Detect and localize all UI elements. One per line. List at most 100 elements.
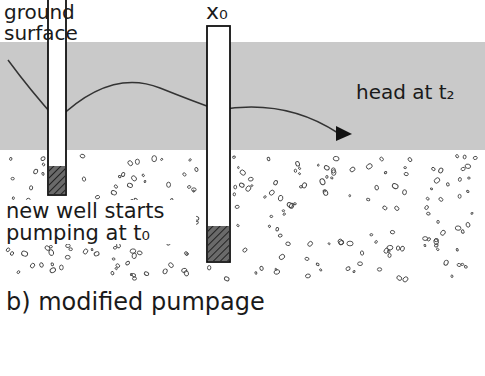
- gravel-speck: [443, 259, 449, 265]
- gravel-speck: [207, 265, 211, 270]
- gravel-speck: [251, 185, 253, 187]
- gravel-speck: [40, 156, 45, 161]
- gravel-speck: [268, 225, 271, 228]
- gravel-speck: [167, 182, 171, 187]
- note-label: new well starts pumping at t₀: [6, 200, 196, 244]
- gravel-speck: [192, 188, 197, 192]
- gravel-speck: [319, 268, 322, 271]
- gravel-speck: [273, 269, 280, 275]
- gravel-speck: [471, 212, 474, 214]
- ground-label: ground surface: [4, 2, 114, 44]
- gravel-speck: [95, 195, 100, 199]
- gravel-speck: [259, 266, 263, 271]
- gravel-speck: [394, 205, 400, 211]
- gravel-speck: [374, 240, 378, 244]
- gravel-speck: [326, 175, 328, 178]
- gravel-speck: [434, 243, 439, 247]
- gravel-speck: [30, 263, 36, 269]
- gravel-speck: [160, 158, 163, 161]
- gravel-speck: [82, 177, 86, 182]
- gravel-speck: [319, 178, 326, 186]
- gravel-speck: [347, 241, 353, 246]
- gravel-speck: [473, 156, 478, 160]
- gravel-speck: [370, 234, 373, 237]
- gravel-speck: [184, 251, 189, 256]
- gravel-speck: [426, 212, 430, 216]
- gravel-speck: [91, 248, 94, 251]
- gravel-speck: [438, 167, 444, 173]
- gravel-speck: [152, 156, 157, 162]
- gravel-speck: [41, 172, 44, 175]
- gravel-speck: [255, 271, 258, 274]
- gravel-speck: [132, 253, 137, 259]
- gravel-speck: [111, 190, 118, 196]
- gravel-speck: [69, 248, 73, 251]
- gravel-speck: [324, 165, 330, 171]
- gravel-speck: [268, 189, 275, 196]
- gravel-speck: [465, 222, 470, 228]
- gravel-speck: [275, 227, 279, 231]
- gravel-speck: [382, 205, 388, 210]
- gravel-speck: [233, 193, 236, 196]
- gravel-speck: [65, 255, 70, 259]
- gravel-speck: [144, 271, 150, 276]
- gravel-speck: [366, 198, 370, 202]
- gravel-speck: [333, 156, 339, 161]
- gravel-speck: [328, 242, 331, 245]
- gravel-speck: [6, 247, 11, 252]
- gravel-speck: [298, 167, 301, 170]
- gravel-speck: [11, 177, 14, 180]
- gravel-speck: [468, 177, 471, 179]
- gravel-speck: [224, 276, 230, 282]
- gravel-speck: [267, 157, 271, 161]
- gravel-speck: [263, 195, 266, 198]
- gravel-speck: [423, 237, 428, 241]
- gravel-speck: [248, 177, 253, 181]
- gravel-speck: [188, 158, 191, 161]
- gravel-speck: [298, 172, 301, 175]
- gravel-speck: [430, 188, 433, 191]
- gravel-speck: [29, 186, 33, 190]
- gravel-speck: [433, 177, 440, 184]
- gravel-speck: [305, 274, 311, 279]
- gravel-speck: [132, 277, 136, 280]
- head-curve: [218, 107, 338, 133]
- gravel-speck: [424, 205, 429, 210]
- gravel-speck: [235, 205, 240, 209]
- gravel-speck: [51, 262, 54, 266]
- gravel-speck: [337, 238, 344, 246]
- gravel-speck: [131, 175, 138, 182]
- gravel-speck: [242, 247, 248, 253]
- gravel-speck: [127, 182, 133, 188]
- gravel-speck: [112, 258, 115, 260]
- gravel-speck: [457, 263, 461, 267]
- gravel-speck: [135, 159, 139, 164]
- gravel-speck: [278, 234, 282, 238]
- gravel-speck: [330, 177, 333, 180]
- gravel-speck: [383, 247, 389, 254]
- gravel-speck: [396, 246, 400, 251]
- gravel-speck: [80, 154, 85, 159]
- gravel-speck: [379, 156, 384, 161]
- gravel-speck: [187, 185, 191, 188]
- head-curve: [57, 82, 218, 120]
- gravel-speck: [44, 245, 51, 251]
- gravel-speck: [424, 244, 427, 247]
- gravel-speck: [121, 172, 126, 177]
- gravel-speck: [390, 230, 395, 234]
- gravel-speck: [232, 156, 235, 159]
- gravel-speck: [400, 246, 405, 252]
- gravel-speck: [426, 197, 430, 201]
- gravel-speck: [365, 163, 373, 170]
- gravel-speck: [17, 270, 21, 274]
- gravel-speck: [316, 263, 320, 266]
- gravel-speck: [402, 190, 406, 195]
- gravel-speck: [245, 185, 252, 192]
- gravel-speck: [273, 180, 278, 186]
- gravel-speck: [438, 197, 443, 202]
- aquifer-gravel: [6, 154, 478, 283]
- gravel-speck: [407, 157, 412, 162]
- gravel-speck: [307, 241, 314, 248]
- gravel-speck: [278, 253, 285, 260]
- gravel-speck: [377, 268, 381, 271]
